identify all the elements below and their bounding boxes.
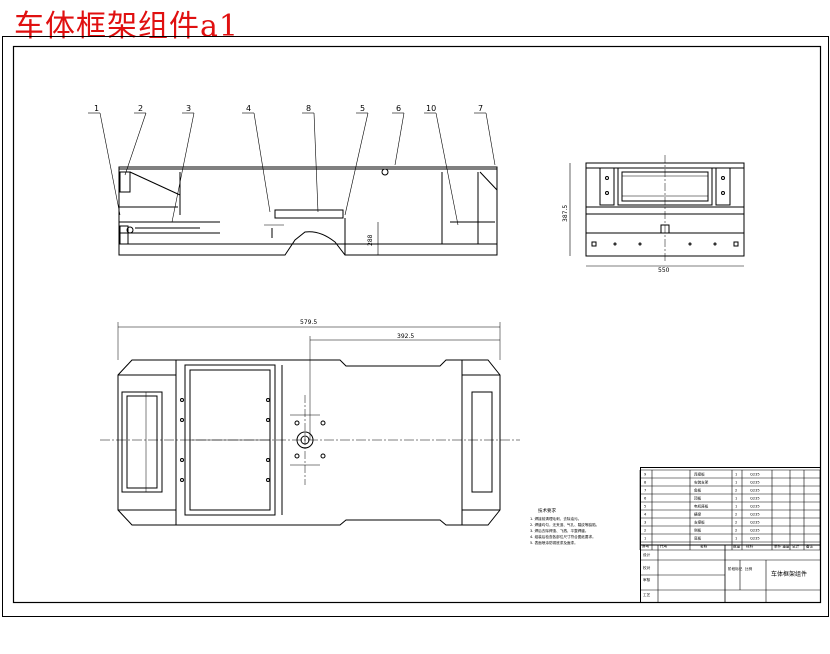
approval-label: 设计: [643, 552, 651, 557]
notes-heading: 技术要求: [538, 507, 556, 514]
inner-frame: [12, 45, 822, 604]
bom-header-cell: 序号: [642, 544, 650, 549]
bom-cell-material: Q235: [750, 481, 760, 485]
balloon-label-2: 2: [138, 104, 143, 113]
bom-cell-no: 8: [644, 481, 647, 485]
approval-label: 工艺: [643, 592, 651, 597]
balloon-label-4: 4: [246, 104, 251, 113]
bom-cell-material: Q235: [750, 513, 760, 517]
approval-label: 审核: [643, 577, 651, 582]
bom-cell-qty: 2: [735, 513, 737, 517]
bom-cell-qty: 1: [735, 473, 737, 477]
bom-header-cell: 备注: [806, 544, 814, 549]
bom-cell-qty: 1: [735, 537, 737, 541]
side-view: 288 1 2 3 4 8 5 6 10 7: [88, 104, 498, 256]
plan-view: 579.5 392.5: [100, 319, 520, 526]
dim-end-height: 387.5: [562, 205, 569, 222]
bom-cell-material: Q235: [750, 505, 760, 509]
drawing-watermark-title: 车体框架组件a1: [14, 9, 239, 44]
bom-cell-name: 安装支架: [694, 480, 709, 485]
bom-cell-no: 2: [644, 529, 646, 533]
bom-cell-material: Q235: [750, 473, 760, 477]
outer-frame: [2, 36, 829, 617]
bom-cell-name: 电机座板: [694, 504, 709, 509]
balloon-label-8: 8: [306, 104, 311, 113]
bom-cell-qty: 2: [735, 529, 737, 533]
dim-end-width: 550: [658, 267, 670, 274]
bom-cell-no: 4: [644, 513, 647, 517]
title-block-stage-label: 阶段标记: [728, 566, 743, 571]
dim-plan-offset: 392.5: [397, 333, 414, 340]
title-block-scale-label: 比例: [745, 566, 753, 571]
bom-cell-material: Q235: [750, 497, 760, 501]
notes-line-4: 4. 组装后检查各部位尺寸符合图纸要求。: [530, 534, 596, 539]
balloon-label-5: 5: [360, 104, 365, 113]
bom-cell-name: 顶板: [694, 496, 702, 501]
balloon-label-6: 6: [396, 104, 401, 113]
title-block-drawing-title: 车体框架组件: [771, 570, 807, 578]
end-view: 387.5 550: [562, 155, 745, 274]
bom-header-cell: 代号: [660, 544, 668, 549]
balloon-label-1: 1: [94, 104, 99, 113]
notes-line-1: 1. 焊接前清理毛刺、去除油污。: [530, 516, 581, 521]
bom-header-cell: 单件 重量: [774, 544, 790, 549]
bom-cell-qty: 1: [735, 497, 737, 501]
bom-cell-name: 底板: [694, 536, 702, 541]
bom-header-cell: 材料: [746, 544, 754, 549]
approval-label: 校对: [643, 565, 651, 570]
bom-cell-no: 7: [644, 489, 646, 493]
bom-header-cell: 数量: [733, 544, 741, 549]
bom-cell-material: Q235: [750, 521, 760, 525]
notes-line-2: 2. 焊缝均匀，无夹渣、气孔、裂纹等缺陷。: [530, 522, 599, 527]
balloon-label-10: 10: [426, 104, 436, 113]
bom-cell-qty: 1: [735, 505, 737, 509]
bom-header-cell: 名称: [700, 544, 708, 549]
bom-cell-qty: 2: [735, 521, 737, 525]
bom-cell-name: 横梁: [694, 512, 702, 517]
bom-cell-name: 角板: [694, 488, 702, 493]
bom-cell-qty: 2: [735, 489, 737, 493]
bom-cell-material: Q235: [750, 489, 760, 493]
notes-line-5: 5. 表面喷涂防锈底漆及面漆。: [530, 540, 578, 545]
bom-cell-no: 1: [644, 537, 646, 541]
bom-cell-no: 5: [644, 505, 646, 509]
notes-line-3: 3. 焊后去除焊渣、飞溅，平整焊缝。: [530, 528, 588, 533]
dim-plan-length: 579.5: [300, 319, 317, 326]
bom-cell-material: Q235: [750, 537, 760, 541]
dim-side-height: 288: [367, 234, 374, 246]
bom-cell-no: 3: [644, 521, 646, 525]
bom-cell-material: Q235: [750, 529, 760, 533]
bom-cell-no: 6: [644, 497, 647, 501]
bom-header-cell: 总计: [792, 544, 800, 549]
bom-cell-no: 9: [644, 473, 647, 477]
bom-cell-qty: 1: [735, 481, 737, 485]
bom-cell-name: 支撑板: [694, 520, 705, 525]
technical-notes: 技术要求 1. 焊接前清理毛刺、去除油污。 2. 焊缝均匀，无夹渣、气孔、裂纹等…: [530, 507, 599, 545]
bom-cell-name: 侧板: [694, 528, 702, 533]
bom-cell-name: 连接板: [694, 472, 705, 477]
balloon-label-7: 7: [478, 104, 483, 113]
balloon-label-3: 3: [186, 104, 191, 113]
